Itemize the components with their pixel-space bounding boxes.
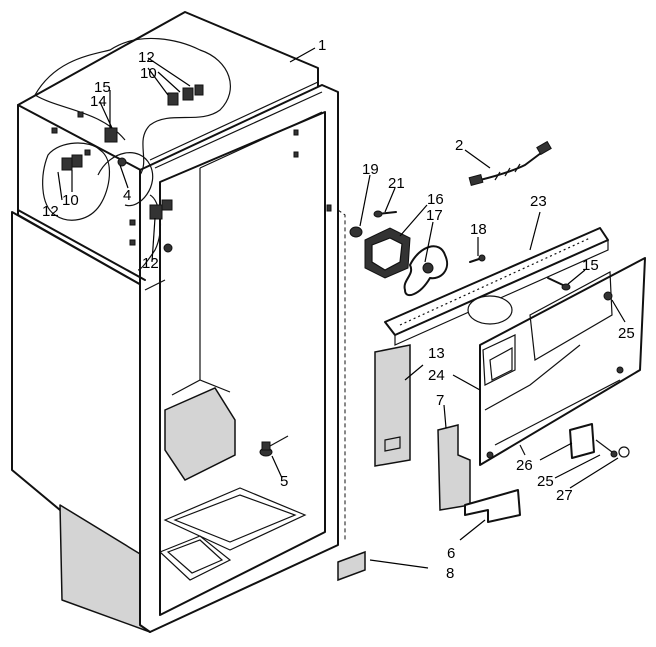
- callout-6: 6: [447, 545, 455, 562]
- part-2-wire-harness: [468, 140, 552, 187]
- callout-14: 14: [90, 93, 107, 110]
- callout-27: 27: [556, 487, 573, 504]
- part-24-evaporator-cover: [479, 257, 646, 466]
- callout-13: 13: [428, 345, 445, 362]
- callout-24: 24: [428, 367, 445, 384]
- callout-8: 8: [446, 565, 454, 582]
- callout-4: 4: [123, 187, 131, 204]
- leader-lines: [57, 47, 626, 569]
- callout-15a: 15: [94, 79, 111, 96]
- callout-12c: 12: [142, 255, 159, 272]
- wiring-harness: [34, 37, 231, 271]
- callout-21: 21: [388, 175, 405, 192]
- callout-26: 26: [516, 457, 533, 474]
- callout-25a: 25: [618, 325, 635, 342]
- callout-7: 7: [436, 392, 444, 409]
- callout-5: 5: [280, 473, 288, 490]
- callout-16: 16: [427, 191, 444, 208]
- part-23-air-duct: [384, 227, 609, 346]
- callout-15b: 15: [582, 257, 599, 274]
- cabinet-liner: [11, 11, 346, 633]
- part-7-bracket: [437, 424, 471, 511]
- callout-12a: 12: [138, 49, 155, 66]
- callout-labels: 1 2 4 5 6 7 8 10 10 12 12 12 13 14 15 15…: [42, 37, 635, 582]
- part-8-strip: [337, 550, 366, 582]
- callout-2: 2: [455, 137, 463, 154]
- fan-assembly: [349, 210, 486, 297]
- callout-19: 19: [362, 161, 379, 178]
- callout-18: 18: [470, 221, 487, 238]
- callout-25b: 25: [537, 473, 554, 490]
- part-5-grommet: [259, 435, 289, 457]
- part-13-panel: [374, 344, 411, 467]
- part-6-shield: [464, 489, 521, 523]
- callout-23: 23: [530, 193, 547, 210]
- callout-10a: 10: [140, 65, 157, 82]
- callout-17: 17: [426, 207, 443, 224]
- part-26-clip: [569, 423, 630, 459]
- callout-10b: 10: [62, 192, 79, 209]
- callout-12b: 12: [42, 203, 59, 220]
- callout-1: 1: [318, 37, 326, 54]
